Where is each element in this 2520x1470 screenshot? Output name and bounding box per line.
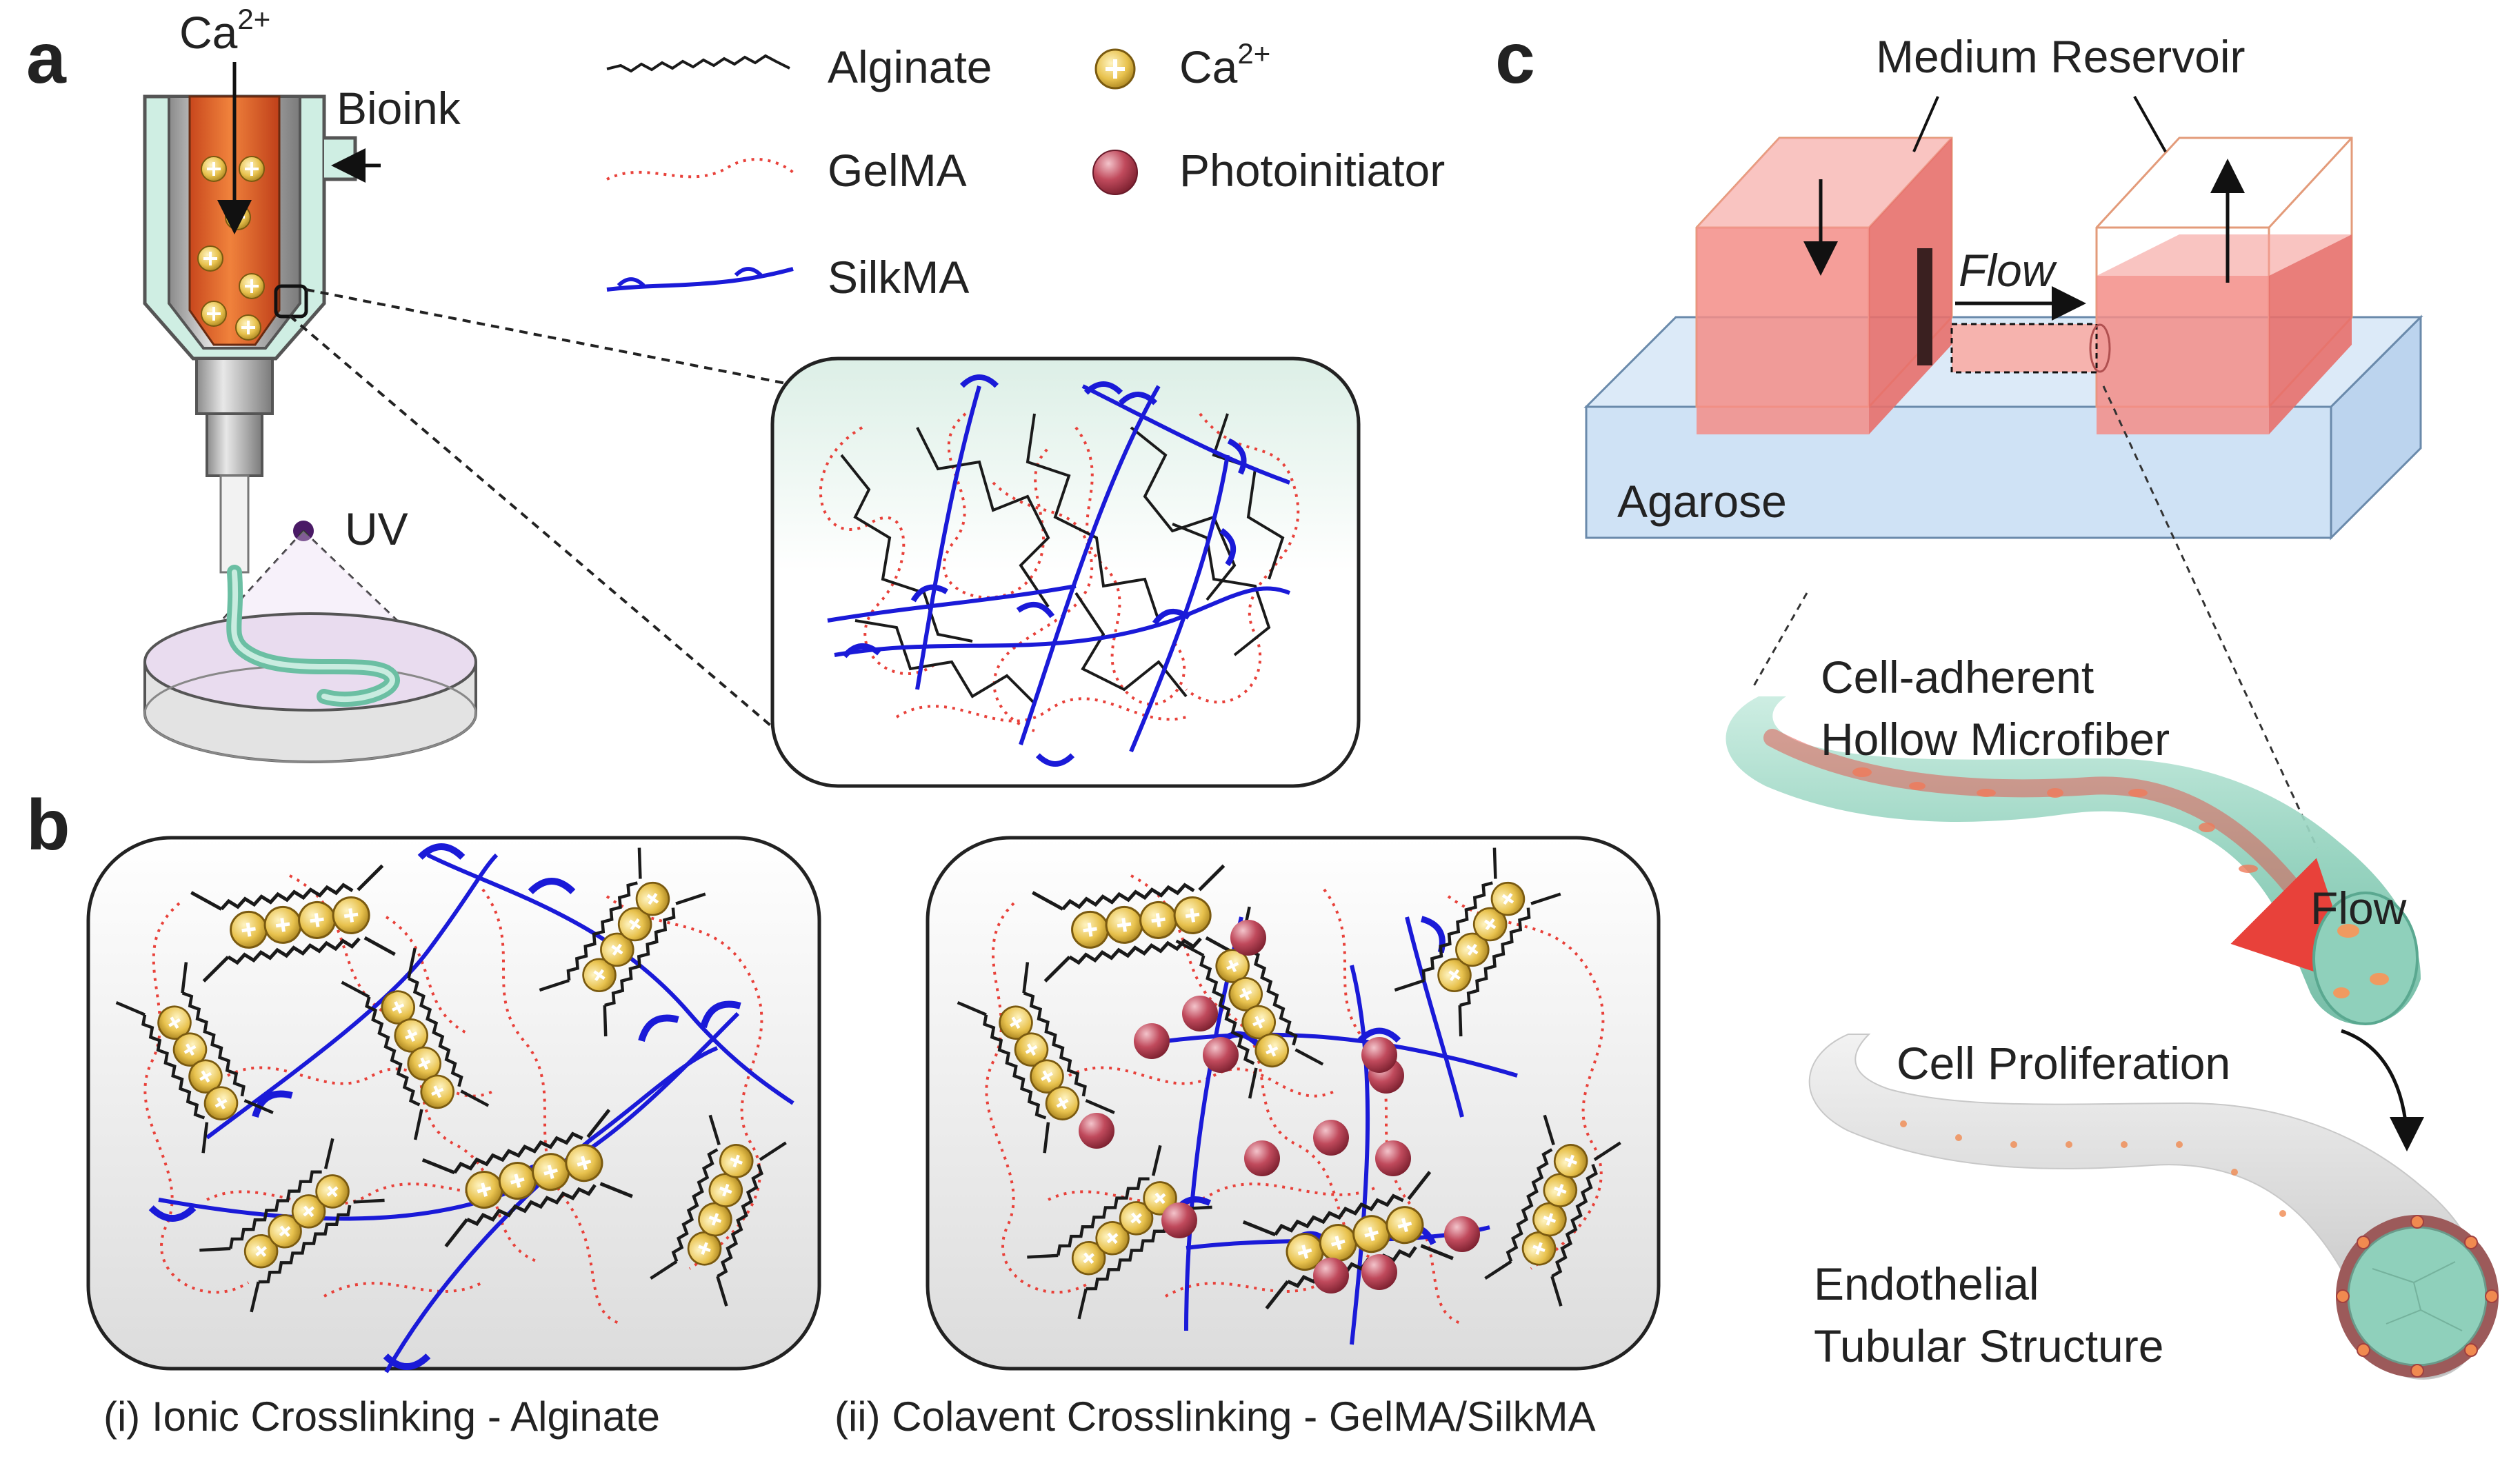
legend-alginate-label: Alginate bbox=[828, 41, 992, 92]
legend-alginate-swatch bbox=[606, 54, 790, 73]
legend-photoinitiator-label: Photoinitiator bbox=[1179, 145, 1445, 196]
bioink-label: Bioink bbox=[337, 83, 461, 134]
coaxial-printhead bbox=[143, 62, 381, 574]
uv-label: UV bbox=[345, 503, 408, 554]
panel-label-a: a bbox=[26, 19, 67, 99]
legend: Alginate GelMA SilkMA Ca2+ Photoinitiato… bbox=[606, 37, 1445, 303]
legend-silkma-label: SilkMA bbox=[828, 252, 969, 303]
hydrogel-network-zoom bbox=[770, 356, 1361, 788]
medium-reservoir-label: Medium Reservoir bbox=[1876, 31, 2245, 82]
cell-proliferation-label: Cell Proliferation bbox=[1897, 1038, 2230, 1089]
legend-gelma-swatch bbox=[606, 158, 794, 181]
panel-label-b: b bbox=[26, 785, 70, 865]
agarose-label: Agarose bbox=[1617, 476, 1787, 527]
endothelial-label-2: Tubular Structure bbox=[1814, 1320, 2163, 1371]
endothelial-tubular-structure bbox=[1808, 1034, 2499, 1380]
calcium-ions-in-core bbox=[197, 156, 265, 341]
progression-arrow bbox=[2341, 1029, 2424, 1151]
cell-adherent-microfiber bbox=[1726, 696, 2421, 1025]
endothelial-label-1: Endothelial bbox=[1814, 1258, 2039, 1309]
caption-ionic-crosslinking: (i) Ionic Crosslinking - Alginate bbox=[103, 1393, 660, 1440]
cell-adherent-label-1: Cell-adherent bbox=[1821, 652, 2094, 703]
legend-calcium-label: Ca2+ bbox=[1179, 37, 1270, 92]
flow-label-device: Flow bbox=[1959, 245, 2058, 296]
ca-label-printhead: Ca2+ bbox=[179, 3, 270, 58]
legend-calcium-swatch bbox=[1094, 48, 1136, 90]
covalent-crosslinking-box bbox=[926, 836, 1661, 1371]
panel-label-c: c bbox=[1495, 19, 1535, 99]
petri-dish bbox=[143, 612, 477, 763]
legend-silkma-swatch bbox=[606, 267, 794, 292]
caption-covalent-crosslinking: (ii) Colavent Crosslinking - GelMA/SilkM… bbox=[834, 1393, 1596, 1440]
cell-adherent-label-2: Hollow Microfiber bbox=[1821, 714, 2170, 765]
microfluidic-device bbox=[1583, 96, 2423, 541]
ionic-crosslinking-box bbox=[86, 836, 821, 1373]
photoinitiator-particles bbox=[1079, 920, 1480, 1293]
legend-photoinitiator-swatch bbox=[1092, 150, 1138, 195]
flow-label-tube: Flow bbox=[2310, 883, 2407, 934]
legend-gelma-label: GelMA bbox=[828, 145, 967, 196]
